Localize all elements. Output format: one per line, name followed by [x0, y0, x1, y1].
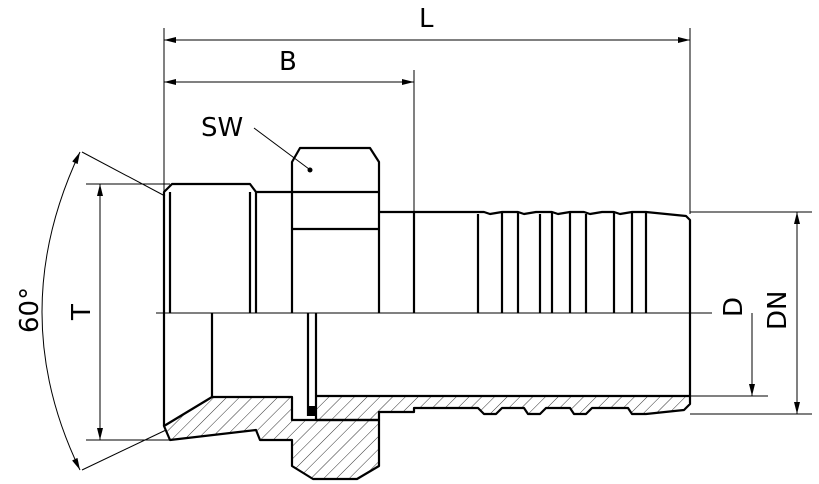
label-L: L	[419, 4, 434, 34]
seal-ring	[308, 406, 316, 416]
label-SW: SW	[201, 113, 243, 143]
label-B: B	[279, 47, 297, 77]
label-60-deg: 60°	[15, 287, 45, 333]
leader-dot	[307, 167, 313, 173]
label-T: T	[67, 304, 97, 321]
extension-lines	[81, 28, 812, 471]
dimension-labels: L B SW T 60° D DN	[15, 4, 793, 333]
leader-SW	[253, 127, 310, 170]
dim-arc-60	[41, 151, 81, 471]
hose-tail-section	[314, 394, 692, 422]
label-DN: DN	[763, 291, 793, 330]
thread-nut-section	[162, 395, 381, 481]
fitting-outline	[162, 146, 692, 426]
label-D: D	[719, 297, 749, 317]
section-hatched	[162, 394, 692, 481]
dimension-lines	[41, 37, 800, 471]
